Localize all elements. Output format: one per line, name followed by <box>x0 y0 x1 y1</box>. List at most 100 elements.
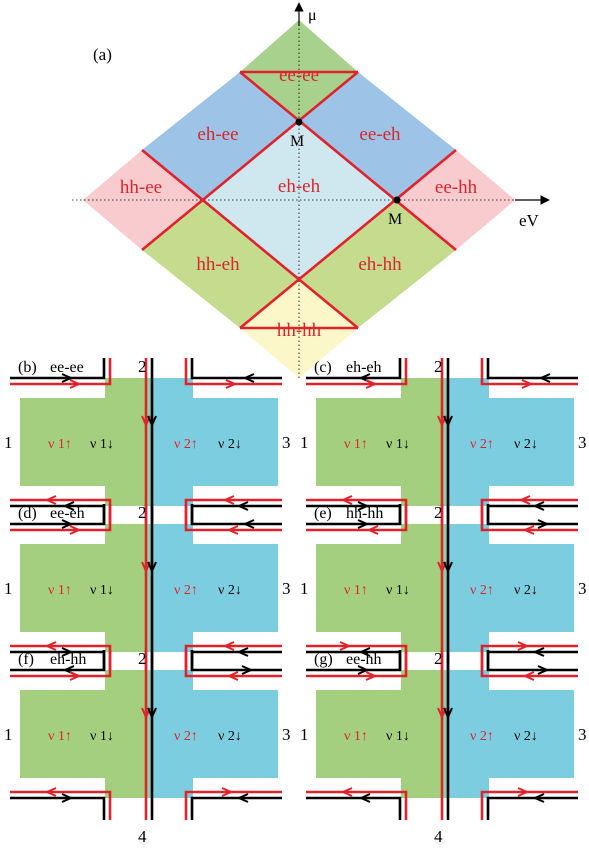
bottom-right-notch <box>193 632 278 652</box>
right-region <box>445 524 574 652</box>
nu-1-down-label: ν 1↓ <box>90 583 114 598</box>
edge-black-bottom-right <box>486 796 578 820</box>
central-black-arrow <box>147 707 157 720</box>
nu-2-down-label: ν 2↓ <box>514 583 538 598</box>
terminal-3-label: 3 <box>578 579 587 598</box>
arrow-black-bottom-right <box>532 501 545 511</box>
terminal-2-label: 2 <box>434 649 443 668</box>
nu-2-up-label: ν 2↑ <box>470 583 494 598</box>
edge-black-top-left <box>306 358 402 380</box>
panel-label: (g) <box>314 651 333 668</box>
panel-name: eh-hh <box>50 651 86 668</box>
arrow-red-top-right <box>522 671 535 681</box>
panel-name: ee-hh <box>346 651 382 668</box>
ev-axis-label: eV <box>519 211 540 230</box>
left-region <box>316 670 445 798</box>
arrow-black-top-left <box>357 519 370 529</box>
right-region <box>445 670 574 798</box>
point-m-top <box>295 118 303 126</box>
bottom-right-notch <box>489 632 574 652</box>
terminal-2-label: 2 <box>138 649 147 668</box>
nu-1-up-label: ν 1↑ <box>344 729 368 744</box>
arrow-red-bottom-left <box>44 641 57 651</box>
edge-red-top-left <box>10 358 112 386</box>
edge-red-top-right <box>480 650 578 678</box>
nu-1-down-label: ν 1↓ <box>386 437 410 452</box>
arrow-red-bottom-left <box>44 787 57 797</box>
arrow-red-bottom-left <box>339 641 352 651</box>
bottom-left-notch <box>316 778 401 798</box>
region-label-eh-hh: eh-hh <box>358 254 402 275</box>
edge-black-top-left <box>10 650 106 672</box>
region-lower-right <box>299 200 456 328</box>
edge-black-top-left <box>306 504 402 526</box>
edge-red-top-right <box>184 504 282 532</box>
arrow-red-bottom-right <box>517 641 530 651</box>
edge-red-bottom-right <box>480 790 578 820</box>
edge-red-bottom-right <box>184 790 282 820</box>
nu-2-down-label: ν 2↓ <box>218 583 242 598</box>
terminal-1-label: 1 <box>300 433 309 452</box>
central-black-arrow <box>443 415 453 428</box>
region-lower-left <box>142 200 299 328</box>
arrow-red-top-left <box>69 525 82 535</box>
terminal-2-label: 2 <box>138 503 147 522</box>
right-region <box>149 670 278 798</box>
phase-boundaries <box>141 70 457 330</box>
edge-red-top-right <box>184 650 282 678</box>
terminal-2-label: 2 <box>434 357 443 376</box>
arrow-red-bottom-right <box>222 495 235 505</box>
region-label-ee-hh: ee-hh <box>435 177 478 198</box>
arrow-red-bottom-right <box>518 495 531 505</box>
edge-black-top-right <box>190 358 282 380</box>
edge-black-top-right <box>486 358 578 380</box>
region-label-hh-eh: hh-eh <box>196 254 240 275</box>
nu-1-down-label: ν 1↓ <box>90 437 114 452</box>
phase-diagram: (a) μ eV M M ee-ee eh-ee ee-eh hh-ee eh-… <box>72 2 550 378</box>
left-region <box>316 524 445 652</box>
arrow-red-bottom-left <box>340 495 353 505</box>
arrow-red-top-right <box>521 379 534 389</box>
arrow-black-bottom-left <box>61 647 74 657</box>
edge-red-top-left <box>306 504 408 532</box>
edge-red-top-left <box>10 504 112 532</box>
region-label-ee-ee: ee-ee <box>279 65 319 86</box>
bottom-right-notch <box>489 778 574 798</box>
panel-name: ee-eh <box>50 505 85 522</box>
bottom-left-notch <box>316 632 401 652</box>
nu-2-up-label: ν 2↑ <box>470 437 494 452</box>
edge-black-bottom-left <box>10 796 106 820</box>
edge-black-bottom-right <box>190 796 282 820</box>
nu-2-down-label: ν 2↓ <box>514 729 538 744</box>
nu-2-down-label: ν 2↓ <box>514 437 538 452</box>
nu-1-up-label: ν 1↑ <box>48 583 72 598</box>
arrow-red-bottom-right <box>222 641 235 651</box>
terminal-2-label: 2 <box>138 357 147 376</box>
bottom-right-notch <box>489 486 574 506</box>
nu-2-up-label: ν 2↑ <box>174 729 198 744</box>
mu-axis-label: μ <box>308 7 317 24</box>
arrow-black-top-left <box>61 519 74 529</box>
terminal-1-label: 1 <box>300 725 309 744</box>
arrow-black-top-right <box>537 665 550 675</box>
top-left-notch <box>316 378 401 398</box>
junction-panel-b: (b)ee-ee2413ν 1↑ν 1↓ν 2↑ν 2↓ <box>4 357 291 554</box>
nu-2-down-label: ν 2↓ <box>218 729 242 744</box>
arrow-red-top-right <box>225 379 238 389</box>
nu-1-up-label: ν 1↑ <box>344 437 368 452</box>
terminal-1-label: 1 <box>4 725 13 744</box>
arrow-black-bottom-left <box>358 793 371 803</box>
arrow-red-bottom-right <box>221 787 234 797</box>
region-label-hh-hh: hh-hh <box>277 320 322 341</box>
central-black-arrow <box>443 561 453 574</box>
arrow-red-top-right <box>522 525 535 535</box>
terminal-4-label: 4 <box>138 827 147 846</box>
arrow-red-bottom-right <box>517 787 530 797</box>
arrow-black-top-right <box>242 519 255 529</box>
left-region <box>20 670 149 798</box>
nu-1-down-label: ν 1↓ <box>90 729 114 744</box>
arrow-black-top-right <box>242 373 255 383</box>
nu-1-down-label: ν 1↓ <box>386 583 410 598</box>
